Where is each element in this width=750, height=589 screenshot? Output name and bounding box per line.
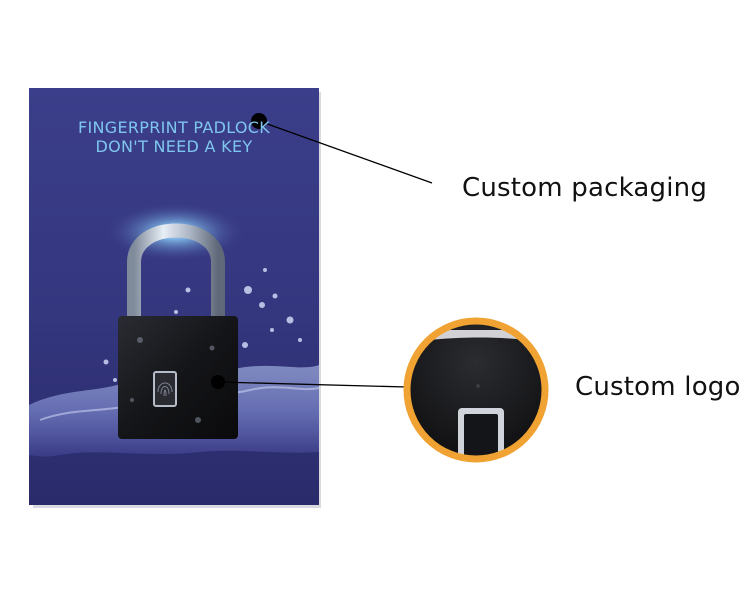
fingerprint-sensor-icon [153,371,177,407]
packaging-box [29,88,320,505]
callout-line-logo [217,381,408,388]
padlock-body [118,316,238,439]
box-headline-line2: DON'T NEED A KEY [96,137,253,156]
box-headline-line1: FINGERPRINT PADLOCK [78,118,270,137]
callout-line-packaging [258,120,433,184]
padlock-shackle [127,223,225,318]
logo-zoom-circle [403,317,549,463]
water-droplets [103,268,302,382]
custom-packaging-label: Custom packaging [462,173,708,203]
custom-logo-label: Custom logo [575,372,741,402]
